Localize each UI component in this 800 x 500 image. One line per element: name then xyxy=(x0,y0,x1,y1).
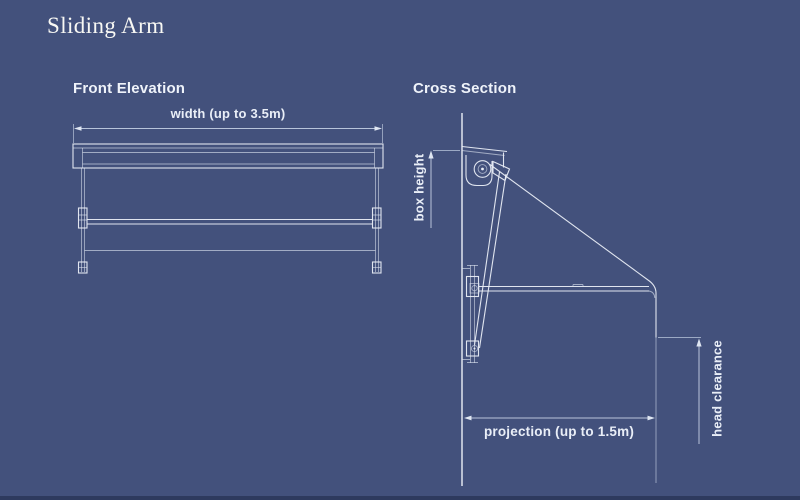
left-arm-slider xyxy=(77,207,88,229)
front-elevation-heading: Front Elevation xyxy=(73,80,186,97)
projection-bar xyxy=(479,284,656,299)
fabric-and-valance xyxy=(489,164,657,483)
fabric-roller-outer xyxy=(473,160,492,178)
page-title: Sliding Arm xyxy=(47,13,165,38)
box-top-flange-inner xyxy=(461,150,505,156)
roller-axle-dot xyxy=(481,167,484,171)
arm-edge-back xyxy=(478,173,507,349)
bottom-slider-body xyxy=(465,340,480,357)
track-end-ticks xyxy=(467,265,478,363)
top-slider-body xyxy=(465,275,480,298)
track-mount-ticks xyxy=(462,268,470,360)
roller-bracket-plate xyxy=(465,155,493,187)
arm-edge-front xyxy=(473,171,501,346)
left-arm-slider-detail xyxy=(78,214,87,221)
width-arrow-right xyxy=(374,126,382,131)
right-arm xyxy=(371,168,382,274)
projection-dimension xyxy=(464,415,655,421)
wall-track xyxy=(462,265,478,363)
width-dimension-label: width (up to 3.5m) xyxy=(170,106,286,121)
width-dimension xyxy=(73,124,383,143)
box-height-arrow-up xyxy=(428,150,434,159)
projection-arrow-right xyxy=(647,415,655,421)
top-slider xyxy=(465,275,480,298)
sliding-arm-section xyxy=(473,171,507,349)
right-arm-slider-detail xyxy=(372,214,381,221)
arm-pivot-bracket xyxy=(492,160,511,182)
box-top-flange-outer xyxy=(461,145,508,153)
bottom-slider-axle-dot xyxy=(473,347,476,350)
left-arm xyxy=(77,168,88,274)
cassette-box-front xyxy=(72,143,384,169)
bar-joint-mark xyxy=(572,284,584,287)
cross-section-heading: Cross Section xyxy=(413,80,517,97)
box-height-dimension xyxy=(428,150,460,228)
width-arrow-left xyxy=(74,126,82,131)
fabric-line xyxy=(489,164,657,338)
cassette-outline xyxy=(72,143,384,169)
head-clearance-dimension xyxy=(658,337,702,444)
top-slider-pivot xyxy=(471,285,478,292)
bottom-slider-pivot xyxy=(470,344,479,353)
projection-arrow-left xyxy=(464,415,472,421)
bottom-slider xyxy=(465,340,480,357)
bottom-edge-strip xyxy=(0,496,800,500)
bar-front-corner xyxy=(648,290,656,299)
right-arm-slider xyxy=(371,207,382,229)
head-clearance-arrow-up xyxy=(696,338,702,347)
cross-section-drawing xyxy=(428,113,702,486)
front-bar xyxy=(87,218,373,225)
fabric-roller-inner xyxy=(477,164,488,174)
front-elevation-drawing xyxy=(72,124,384,274)
projection-dimension-label: projection (up to 1.5m) xyxy=(483,424,635,439)
cassette-box-section xyxy=(461,145,511,187)
top-slider-pivot-block xyxy=(469,283,480,294)
